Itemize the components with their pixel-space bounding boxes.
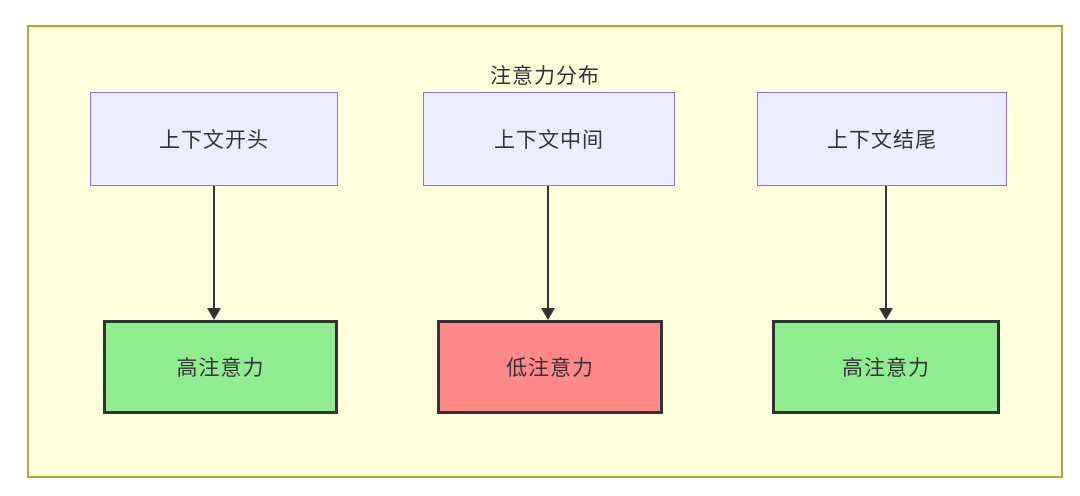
arrow-beginning-to-high-attention xyxy=(207,186,221,320)
node-high-attention-right: 高注意力 xyxy=(772,320,1000,414)
node-high-attention-left: 高注意力 xyxy=(103,320,338,414)
node-context-end: 上下文结尾 xyxy=(757,92,1007,186)
diagram-title: 注意力分布 xyxy=(490,65,600,88)
node-context-middle: 上下文中间 xyxy=(423,92,675,186)
arrow-end-to-high-attention xyxy=(879,186,893,320)
node-low-attention: 低注意力 xyxy=(437,320,663,414)
arrow-middle-to-low-attention xyxy=(541,186,555,320)
node-context-beginning: 上下文开头 xyxy=(90,92,338,186)
